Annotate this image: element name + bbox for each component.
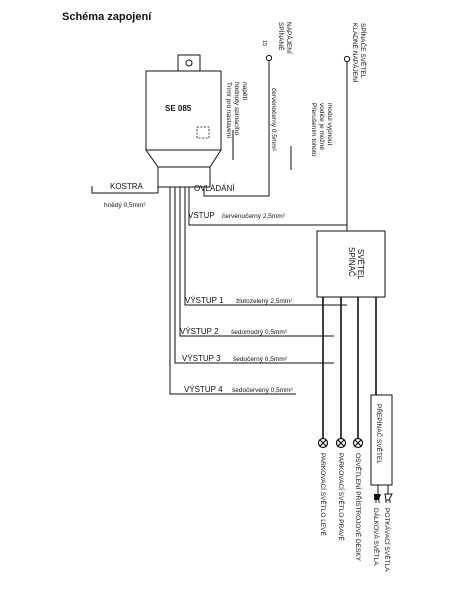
module-body xyxy=(145,70,222,151)
output4-wire xyxy=(169,187,296,395)
output4-label: VÝSTUP 4 xyxy=(184,385,223,394)
svg-text:SPÍNANÉ: SPÍNANÉ xyxy=(277,22,286,51)
ground-wire-label: hnědý 0,5mm² xyxy=(104,202,146,209)
low-beam-icon xyxy=(384,493,393,503)
control-wire xyxy=(203,61,270,197)
diagram-title: Schéma zapojení xyxy=(62,11,152,23)
output3-wire-label: šedočerný 0,5mm² xyxy=(233,356,288,363)
positive-supply-label: KLADNÉ NAPÁJENÍ SPÍNAČE SVĚTEL xyxy=(351,23,368,83)
module-collar xyxy=(145,149,222,168)
input-wire-label: červenočerný 2,5mm² xyxy=(222,213,286,220)
cable-boot xyxy=(157,166,211,188)
output-label-low-beam: POTKÁVACÍ SVĚTLA xyxy=(383,508,392,572)
module-se085: SE 085 xyxy=(145,54,222,188)
svg-text:SPÍNAČE SVĚTEL: SPÍNAČE SVĚTEL xyxy=(359,23,368,79)
mount-hole-icon xyxy=(185,59,193,67)
output3-wire xyxy=(174,187,334,364)
svg-text:Trimr pro nastavení: Trimr pro nastavení xyxy=(225,82,232,138)
switched-supply-label: SPÍNANÉ NAPÁJENÍ xyxy=(277,22,294,54)
switched-supply-terminal-icon xyxy=(265,54,273,62)
svg-text:hodnoty spínacího: hodnoty spínacího xyxy=(233,82,240,136)
output1-wire-label: žlutozelený 2,5mm² xyxy=(236,298,293,305)
control-label: OVLÁDÁNÍ xyxy=(194,184,235,193)
output-label-dash: OSVĚTLENÍ PŘÍSTROJOVÉ DESKY xyxy=(354,453,363,562)
fuse-number: 15 xyxy=(261,40,267,46)
output2-label: VÝSTUP 2 xyxy=(180,327,219,336)
input-label: VSTUP xyxy=(188,211,215,220)
redblack-wire-label: červenočerný 0,5mm² xyxy=(270,88,277,152)
lamp-icon-park-right xyxy=(335,437,347,449)
output3-label: VÝSTUP 3 xyxy=(182,354,221,363)
module-name: SE 085 xyxy=(165,104,192,113)
lamp-icon-park-left xyxy=(317,437,329,449)
svg-text:Přerušením tohoto: Přerušením tohoto xyxy=(310,103,317,157)
output1-label: VÝSTUP 1 xyxy=(185,296,224,305)
ground-wire xyxy=(91,186,158,194)
light-selector-box: PŘEPÍNAČ SVĚTEL xyxy=(370,394,393,486)
svg-text:NAPÁJENÍ: NAPÁJENÍ xyxy=(285,22,294,54)
light-selector-label: PŘEPÍNAČ SVĚTEL xyxy=(375,404,384,464)
output4-wire-label: šedočervený 0,5mm² xyxy=(232,387,294,394)
light-switch-box: SPÍNAČ SVĚTEL xyxy=(316,230,386,298)
high-beam-icon xyxy=(374,494,381,503)
positive-supply-terminal-icon xyxy=(343,55,351,63)
svg-text:modul vypnout: modul vypnout xyxy=(326,103,333,145)
disable-note: Přerušením tohoto vodiče je možné modul … xyxy=(310,103,333,157)
output-label-park-left: PARKOVACÍ SVĚTLO LEVÉ xyxy=(319,453,328,537)
input-wire xyxy=(188,61,348,226)
output2-wire-label: šedomodrý 0,5mm² xyxy=(231,329,288,336)
svg-text:KLADNÉ NAPÁJENÍ: KLADNÉ NAPÁJENÍ xyxy=(351,23,360,83)
ground-label: KOSTRA xyxy=(110,182,144,191)
output1-wire xyxy=(184,187,347,306)
svg-text:SVĚTEL: SVĚTEL xyxy=(356,249,365,280)
svg-text:červenočerný 0,5mm²: červenočerný 0,5mm² xyxy=(270,88,277,152)
output-label-park-right: PARKOVACÍ SVĚTLO PRAVÉ xyxy=(337,453,346,541)
svg-text:napětí: napětí xyxy=(241,82,248,100)
output-label-high-beam: DÁLKOVÁ SVĚTLA xyxy=(372,508,381,566)
trimmer-icon xyxy=(196,126,210,139)
svg-text:vodiče je možné: vodiče je možné xyxy=(318,103,325,150)
output2-wire xyxy=(179,187,334,337)
light-switch-label: SPÍNAČ xyxy=(347,247,356,277)
trim-note: Trimr pro nastavení hodnoty spínacího na… xyxy=(225,82,248,138)
lamp-icon-dash xyxy=(352,437,364,449)
